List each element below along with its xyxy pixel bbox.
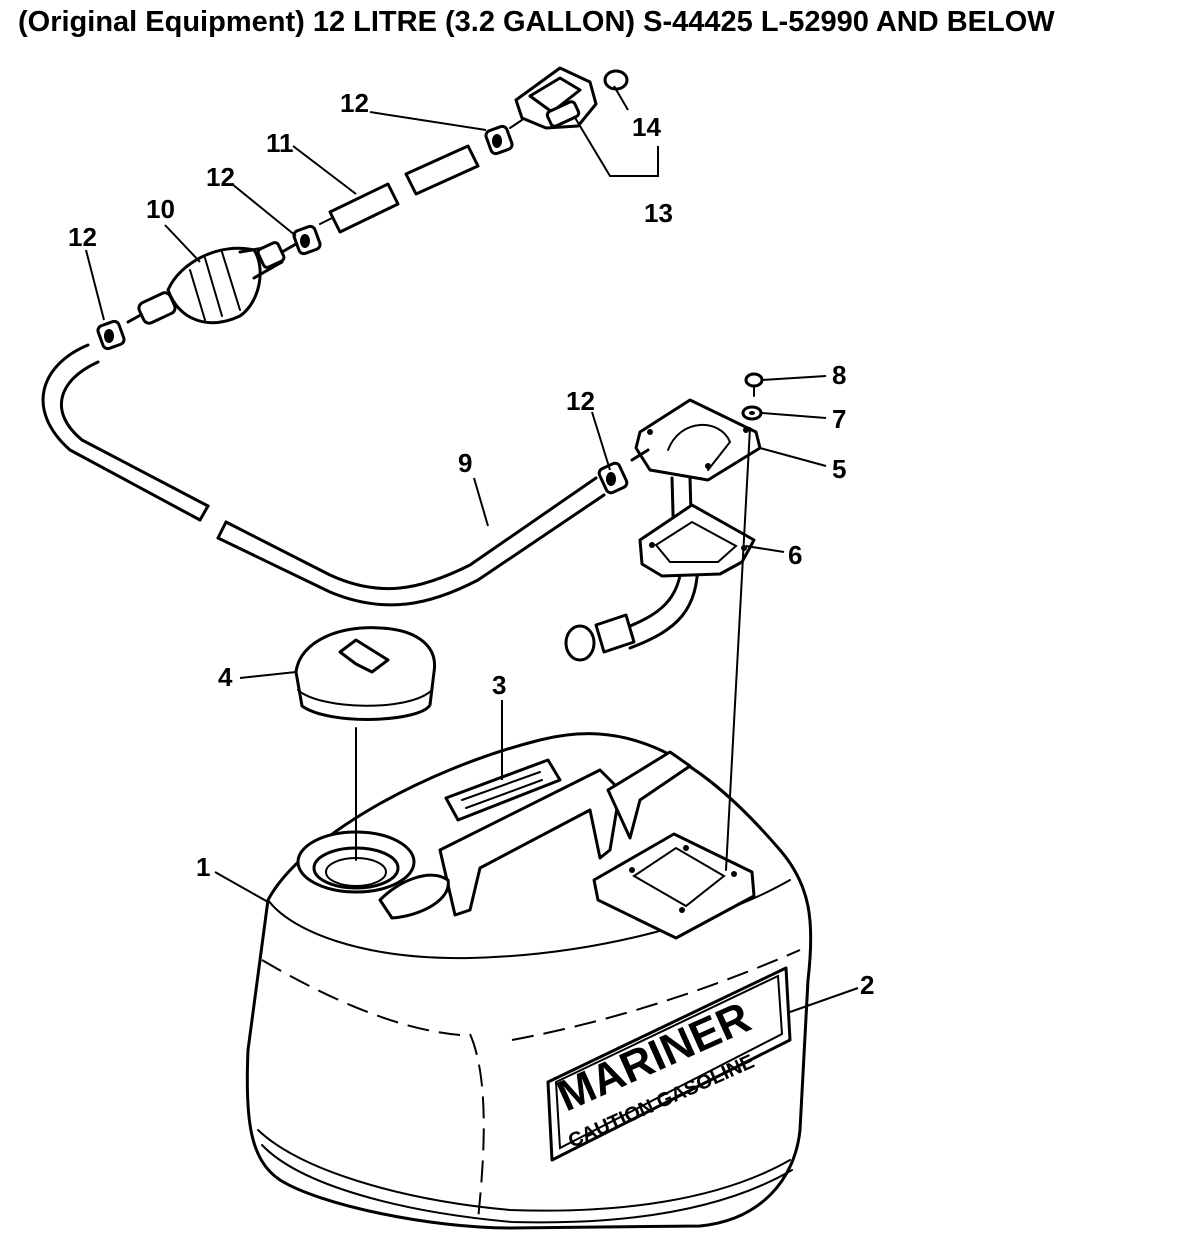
diagram-title: (Original Equipment) 12 LITRE (3.2 GALLO… bbox=[18, 6, 1055, 38]
callout-4: 4 bbox=[218, 662, 233, 692]
fuel-cap-4 bbox=[294, 626, 437, 721]
callout-5: 5 bbox=[832, 454, 846, 484]
fuel-tank-1 bbox=[245, 732, 813, 1230]
callout-12-left: 12 bbox=[68, 222, 97, 252]
fitting-12-left bbox=[96, 319, 126, 351]
callout-12-right: 12 bbox=[566, 386, 595, 416]
leader-lines bbox=[85, 85, 859, 1013]
o-ring-14 bbox=[603, 69, 629, 91]
callout-9: 9 bbox=[458, 448, 472, 478]
connector-13 bbox=[509, 66, 598, 130]
primer-bulb-10 bbox=[126, 241, 298, 325]
callout-numbers: 1 2 3 4 5 6 7 8 9 10 11 12 12 12 12 13 1… bbox=[68, 88, 874, 1000]
fitting-12-top bbox=[484, 124, 514, 156]
callout-13: 13 bbox=[644, 198, 673, 228]
callout-2: 2 bbox=[860, 970, 874, 1000]
callout-6: 6 bbox=[788, 540, 802, 570]
fitting-12-middle bbox=[292, 224, 322, 256]
pickup-fitting-5 bbox=[630, 398, 762, 482]
gasket-6 bbox=[638, 503, 756, 578]
callout-12-top: 12 bbox=[340, 88, 369, 118]
fitting-12-right bbox=[597, 461, 629, 495]
screw-8 bbox=[744, 372, 764, 397]
callout-10: 10 bbox=[146, 194, 175, 224]
callout-7: 7 bbox=[832, 404, 846, 434]
hose-11 bbox=[319, 144, 480, 234]
screw-alignment-line bbox=[725, 427, 751, 871]
callout-12-middle: 12 bbox=[206, 162, 235, 192]
callout-1: 1 bbox=[196, 852, 210, 882]
callout-14: 14 bbox=[632, 112, 661, 142]
callout-8: 8 bbox=[832, 360, 846, 390]
fuel-hose-9 bbox=[41, 343, 606, 607]
lockwasher-7 bbox=[741, 405, 763, 421]
callout-11: 11 bbox=[266, 128, 294, 158]
callout-3: 3 bbox=[492, 670, 506, 700]
